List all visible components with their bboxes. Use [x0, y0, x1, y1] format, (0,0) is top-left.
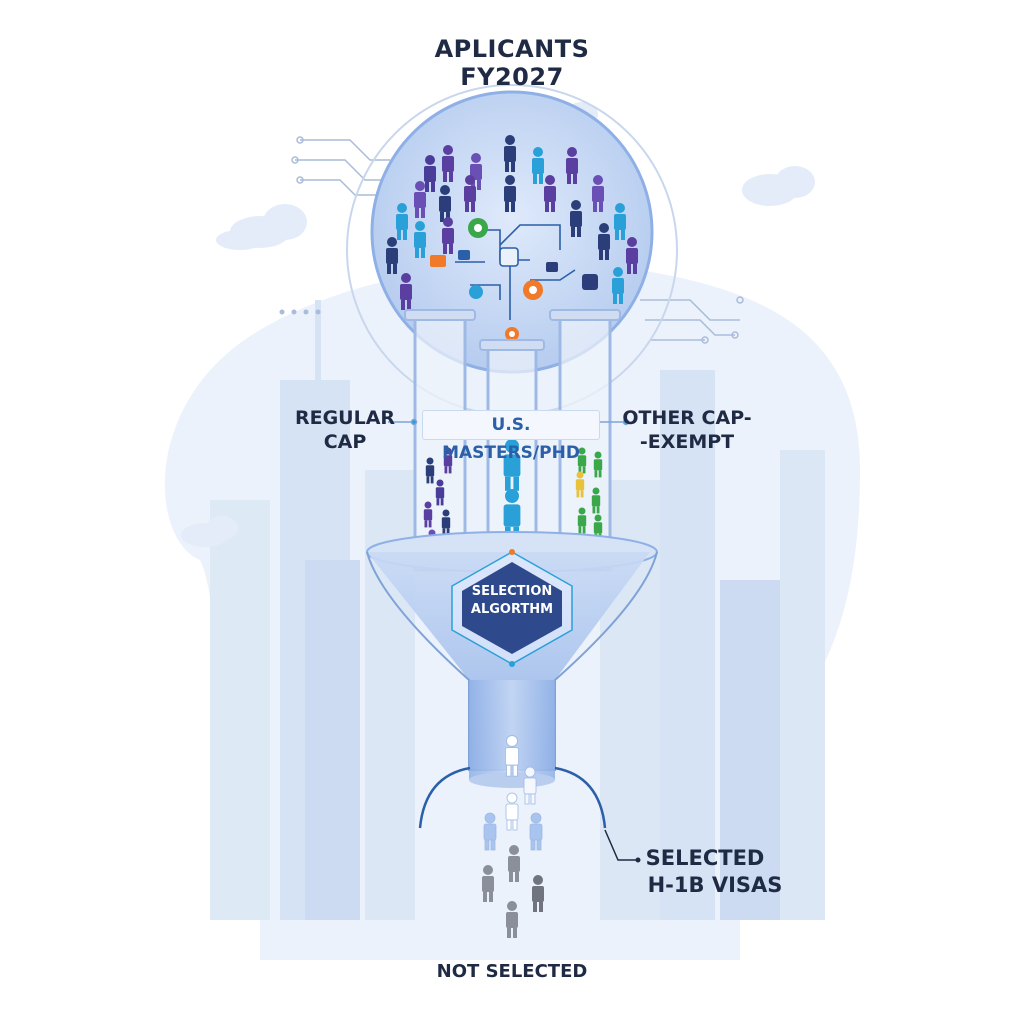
regular-cap-label-line-1: REGULAR	[294, 407, 396, 429]
selected-label-line-2: H-1B VISAS	[647, 873, 783, 897]
other-cap-exempt-label-line-1: OTHER CAP-	[622, 407, 752, 429]
not-selected-label: NOT SELECTED	[436, 961, 588, 982]
selected-connector	[604, 829, 636, 861]
selected-label-line-1: SELECTED	[645, 846, 765, 870]
outflow-arc	[418, 766, 607, 829]
hexagon-icon	[451, 549, 573, 667]
title-line-1: APLICANTS	[434, 35, 590, 63]
gear-icon	[430, 218, 598, 341]
selection-algorithm-label-line-2: ALGORTHM	[470, 602, 554, 617]
circuit-icon	[291, 136, 744, 344]
masters-phd-label: U.S. MASTERS/PHD	[422, 410, 600, 463]
title-line-2: FY2027	[460, 63, 564, 91]
circuit-network	[455, 224, 576, 320]
label-connectors	[388, 418, 630, 426]
other-cap-exempt-label-line-2: -EXEMPT	[639, 431, 735, 453]
dot-row	[279, 309, 321, 315]
selection-algorithm-label-line-1: SELECTION	[471, 584, 553, 599]
regular-cap-label-line-2: CAP	[323, 431, 367, 453]
